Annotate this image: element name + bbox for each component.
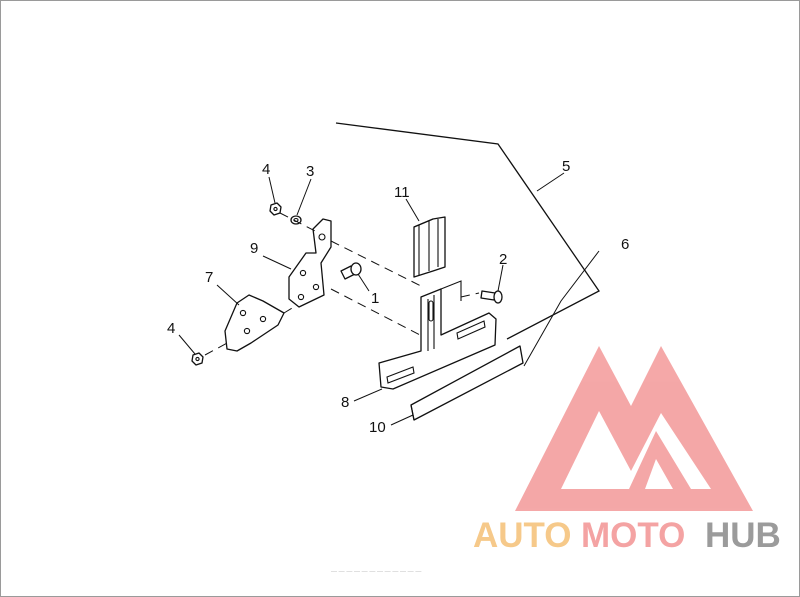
callout-11: 11 bbox=[394, 184, 410, 201]
callout-4-lower: 4 bbox=[167, 320, 175, 337]
leader-3 bbox=[296, 178, 312, 216]
part-4-nut-upper bbox=[269, 202, 282, 216]
callout-4-upper: 4 bbox=[262, 161, 270, 178]
leader-7 bbox=[216, 284, 240, 306]
part-11-clip bbox=[413, 216, 446, 278]
part-9-bracket bbox=[288, 218, 332, 308]
part-2-bolt bbox=[480, 290, 503, 304]
alignment-line-middle bbox=[330, 288, 425, 338]
leader-4-lower bbox=[178, 334, 196, 355]
callout-3: 3 bbox=[306, 163, 314, 180]
part-1-screw bbox=[340, 262, 362, 280]
callout-10: 10 bbox=[369, 419, 386, 436]
footer-faint-text: — — — — — — — — — — — — bbox=[331, 569, 421, 575]
callout-9: 9 bbox=[250, 240, 258, 257]
callout-8: 8 bbox=[341, 394, 349, 411]
leader-10 bbox=[390, 414, 414, 426]
watermark-text-auto: AUTO bbox=[473, 516, 572, 555]
alignment-line-nut-lower bbox=[204, 340, 232, 356]
leader-4-upper bbox=[268, 176, 276, 204]
alignment-line-brackets bbox=[283, 304, 298, 314]
callout-5: 5 bbox=[562, 158, 570, 175]
leader-6-line bbox=[523, 250, 600, 367]
callout-2: 2 bbox=[499, 251, 507, 268]
alignment-line-bolt bbox=[460, 292, 480, 298]
watermark-text-moto: MOTO bbox=[581, 516, 685, 555]
callout-6: 6 bbox=[621, 236, 629, 253]
callout-7: 7 bbox=[205, 269, 213, 286]
leader-2 bbox=[497, 264, 504, 292]
logo-triangle-mark bbox=[515, 346, 753, 511]
alignment-line-upper bbox=[330, 240, 422, 287]
leader-11 bbox=[405, 198, 420, 222]
callout-1: 1 bbox=[371, 290, 379, 307]
leader-8 bbox=[353, 388, 383, 402]
part-4-nut-lower bbox=[191, 352, 204, 366]
part-7-bracket bbox=[224, 294, 285, 352]
watermark-text-hub: HUB bbox=[705, 516, 781, 555]
alignment-line-nut-upper bbox=[279, 212, 320, 234]
leader-5 bbox=[536, 172, 565, 192]
watermark-logo bbox=[515, 346, 753, 511]
leader-1 bbox=[357, 273, 370, 292]
part-8-plate-bracket bbox=[378, 280, 497, 390]
logo-inner-chevron bbox=[629, 431, 691, 489]
leader-9 bbox=[262, 255, 292, 270]
